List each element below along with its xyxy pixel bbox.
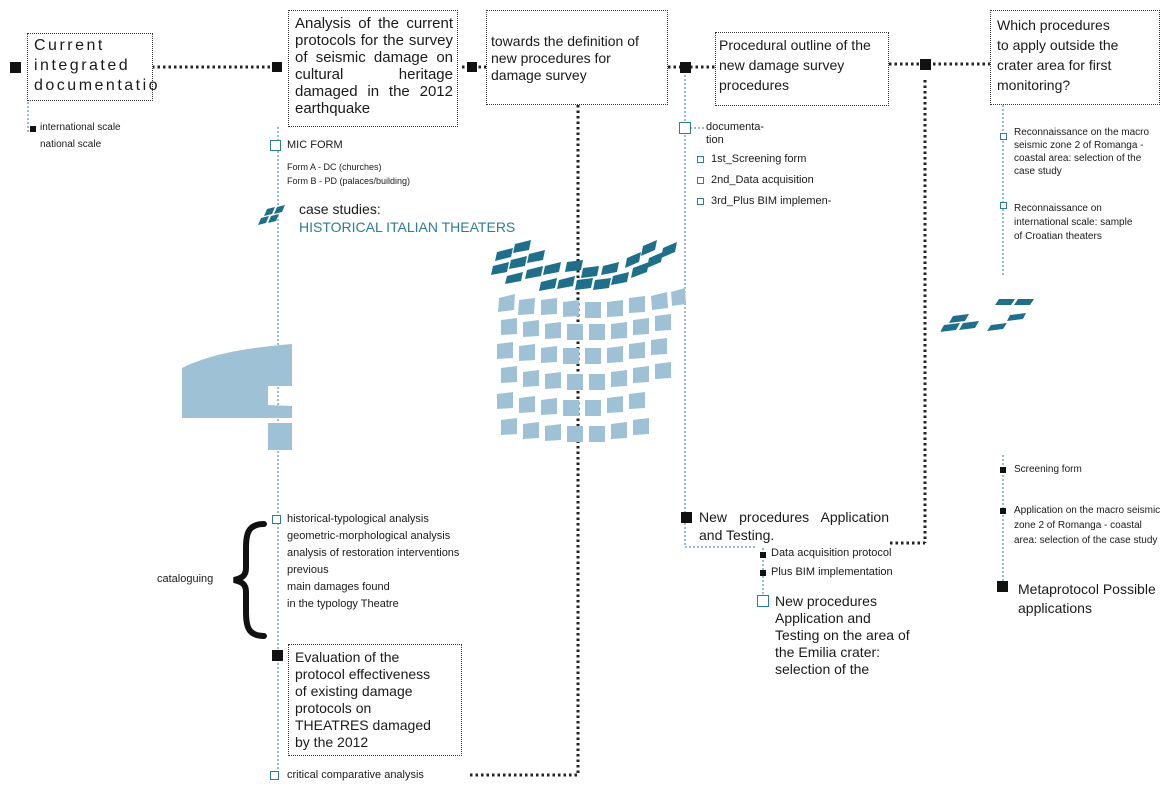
node-marker (10, 62, 21, 73)
outline-marker (697, 177, 704, 184)
outline-marker (1000, 133, 1007, 140)
evaluation-text: Evaluation of the protocol effectiveness… (295, 649, 431, 750)
bullet-marker (1000, 508, 1006, 514)
bullet-marker (760, 570, 766, 576)
towards-box: towards the definition of new procedures… (486, 10, 668, 105)
outline-marker (270, 771, 279, 780)
catalog-item: main damages found (287, 581, 390, 593)
national-scale-label: national scale (40, 139, 102, 150)
metaprotocol-label: Metaprotocol Possible applications (1018, 581, 1156, 616)
node-marker (680, 62, 691, 73)
plus-bim-label: Plus BIM implementation (771, 566, 893, 578)
outline-marker (272, 515, 281, 524)
node-marker (272, 650, 283, 661)
outline-marker (679, 122, 691, 134)
reconnaissance-zone-label: Reconnaissance on the macro seismic zone… (1014, 127, 1150, 177)
evaluation-box: Evaluation of the protocol effectiveness… (288, 644, 462, 756)
towards-text: towards the definition of new procedures… (491, 33, 639, 83)
node-marker (997, 581, 1008, 592)
current-documentation-box: Current integrated documentatio (27, 33, 161, 101)
node-marker (467, 62, 477, 72)
which-procedures-text: Which procedures to apply outside the cr… (997, 17, 1119, 93)
which-procedures-box: Which procedures to apply outside the cr… (990, 10, 1160, 105)
step-3-label: 3rd_Plus BIM implemen- (711, 195, 832, 207)
theater-section-shape (182, 344, 292, 450)
step-1-label: 1st_Screening form (711, 153, 807, 165)
bullet-marker (760, 552, 766, 558)
new-procedures-emilia-label: New procedures Application and Testing o… (775, 593, 910, 677)
outline-marker (697, 156, 704, 163)
catalog-item: historical-typological analysis (287, 513, 429, 525)
bullet-marker (1000, 467, 1006, 473)
tiles-icon (258, 205, 285, 225)
node-marker (681, 512, 692, 523)
node-marker (920, 59, 931, 70)
outline-marker (270, 140, 281, 151)
catalog-item: previous (287, 564, 329, 576)
tiles-icon (941, 299, 1034, 332)
catalog-item: geometric-morphological analysis (287, 530, 451, 542)
outline-marker (757, 595, 769, 607)
data-acquisition-label: Data acquisition protocol (771, 547, 892, 559)
documentation-label: documenta- tion (706, 121, 765, 146)
analysis-box: Analysis of the current protocols for th… (288, 10, 458, 127)
mic-form-label: MIC FORM (287, 139, 343, 151)
case-studies-title: HISTORICAL ITALIAN THEATERS (299, 219, 516, 235)
outline-text: Procedural outline of the new damage sur… (719, 37, 871, 93)
bullet-marker (30, 126, 36, 132)
outline-marker (697, 198, 704, 205)
outline-marker (1000, 202, 1007, 209)
step-2-label: 2nd_Data acquisition (711, 174, 814, 186)
catalog-item: in the typology Theatre (287, 598, 399, 610)
international-scale-label: international scale (40, 122, 121, 133)
outline-box: Procedural outline of the new damage sur… (715, 32, 889, 106)
node-marker (272, 62, 282, 72)
catalog-item: analysis of restoration interventions (287, 547, 460, 559)
new-procedures-label: New procedures Application and Testing. (699, 509, 889, 543)
case-studies-label: case studies: (299, 201, 381, 217)
cataloguing-label: cataloguing (157, 573, 214, 585)
form-b-label: Form B - PD (palaces/building) (287, 176, 411, 186)
form-a-label: Form A - DC (churches) (287, 162, 382, 172)
analysis-text: Analysis of the current protocols for th… (295, 15, 453, 117)
current-documentation-text: Current integrated documentatio (34, 37, 161, 94)
reconnaissance-international-label: Reconnaissance on international scale: s… (1014, 203, 1133, 242)
tiles-graphic (491, 240, 686, 442)
curly-brace (233, 521, 267, 639)
application-zone-label: Application on the macro seismic zone 2 … (1014, 505, 1161, 546)
screening-form-label: Screening form (1014, 464, 1082, 475)
critical-analysis-label: critical comparative analysis (287, 769, 424, 781)
